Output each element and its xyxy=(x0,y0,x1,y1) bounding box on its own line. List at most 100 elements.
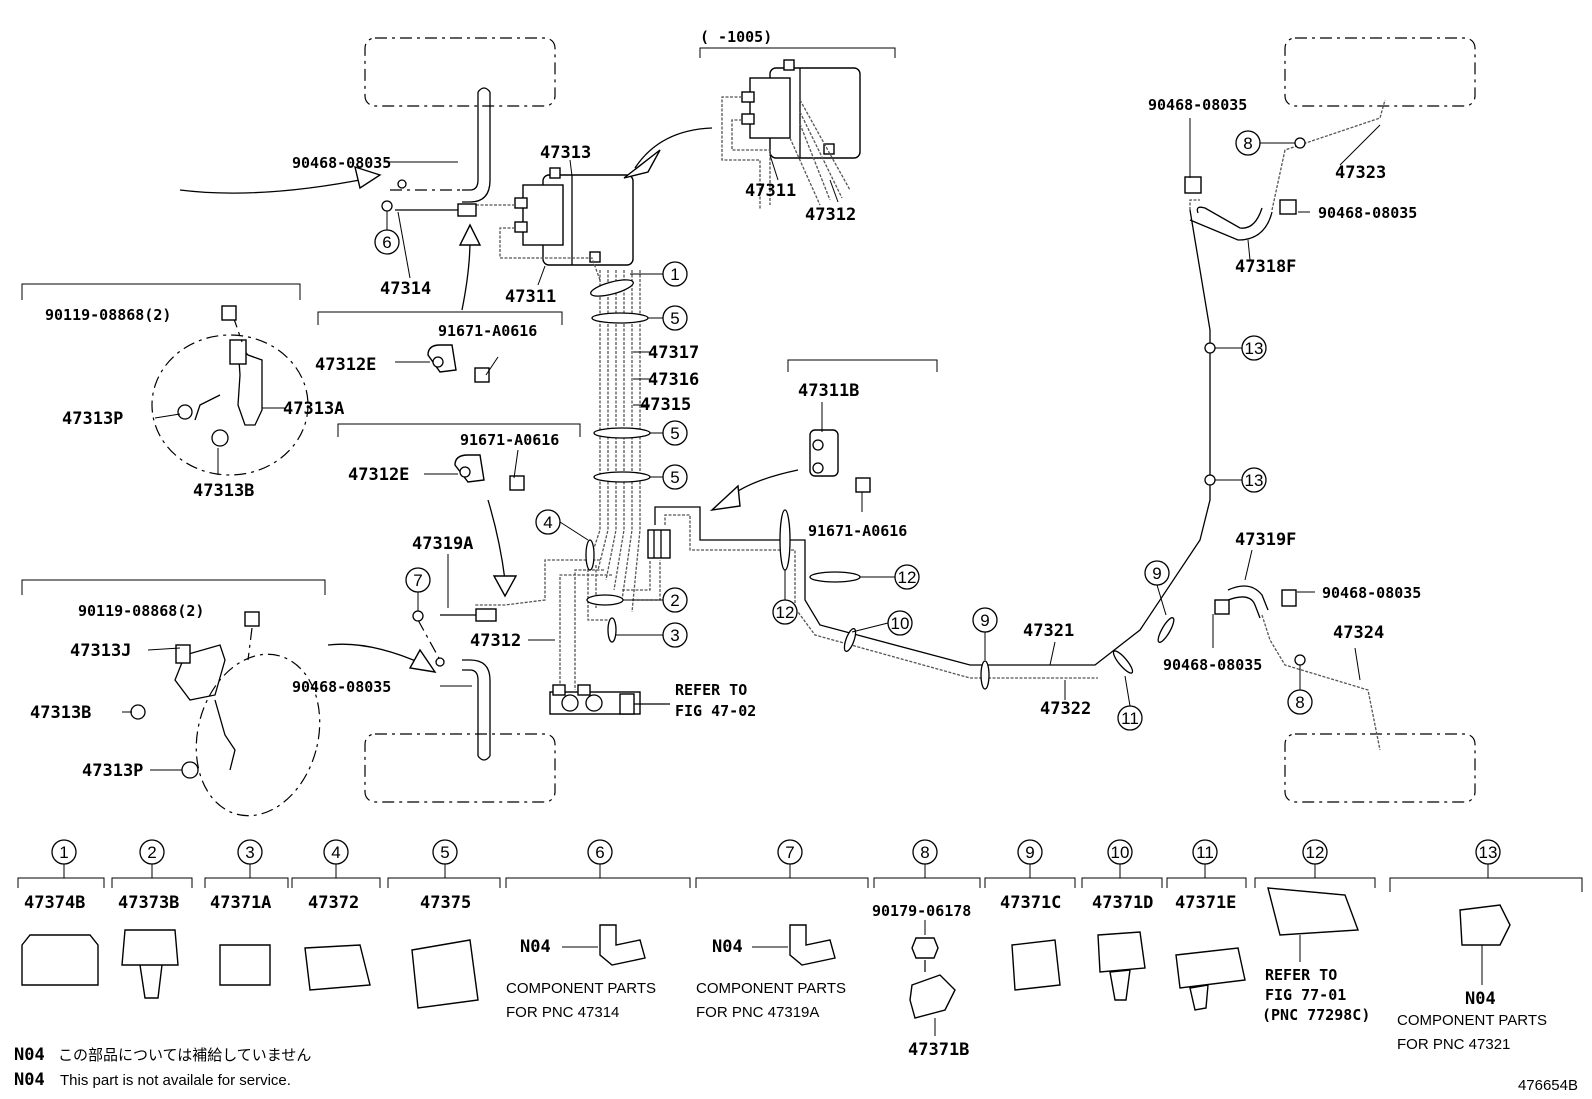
rear-right-wheel-outline xyxy=(1284,733,1476,803)
circle-label: 6 xyxy=(382,233,391,252)
legend-number: 12 xyxy=(1306,843,1325,862)
clamp-47371B-image xyxy=(909,974,956,1019)
circle-label: 4 xyxy=(543,513,552,532)
clamp-47373B-image xyxy=(121,929,179,999)
front-right-wheel-outline xyxy=(1284,37,1476,107)
circle-label: 12 xyxy=(776,603,795,622)
front-left-brake-detail xyxy=(21,165,382,476)
clamp-47371A-image xyxy=(219,944,271,986)
part-label-47315: 47315 xyxy=(640,395,691,415)
leader-lines xyxy=(122,118,1381,771)
valve-block-small xyxy=(647,529,671,559)
nut-90179-image xyxy=(911,937,939,959)
circle-label: 10 xyxy=(891,614,910,633)
bracket-47312E-lower xyxy=(337,423,581,491)
legend-part-N04: N04 xyxy=(712,937,743,957)
component-legend: 1 47374B 2 47373B 3 47371A 4 47372 5 473… xyxy=(17,839,1583,1060)
refer-to-fig: FIG 47-02 xyxy=(675,702,756,720)
legend-part-47371A: 47371A xyxy=(210,893,271,913)
circle-label: 13 xyxy=(1245,471,1264,490)
legend-desc-line1: COMPONENT PARTS xyxy=(696,980,846,997)
legend-number: 5 xyxy=(440,843,449,862)
part-label-47312E: 47312E xyxy=(348,465,409,485)
note-english: This part is not availale for service. xyxy=(60,1072,291,1089)
legend-refer-pnc: (PNC 77298C) xyxy=(1262,1006,1370,1024)
part-label-91671-A0616: 91671-A0616 xyxy=(460,431,559,449)
part-label-47322: 47322 xyxy=(1040,699,1091,719)
note-japanese: この部品については補給していません xyxy=(58,1047,311,1064)
rear-left-hose xyxy=(462,659,491,761)
clamp-47375-image xyxy=(411,939,479,1009)
arrowhead-to-rear-hose xyxy=(492,575,518,598)
legend-desc-line2: FOR PNC 47321 xyxy=(1397,1036,1510,1053)
part-label-90468-08035: 90468-08035 xyxy=(1322,584,1421,602)
circle-label: 9 xyxy=(980,611,989,630)
legend-part-47372: 47372 xyxy=(308,893,359,913)
refer-to-label: REFER TO xyxy=(675,681,747,699)
master-cylinder xyxy=(549,684,670,715)
legend-desc-line2: FOR PNC 47314 xyxy=(506,1004,619,1021)
legend-number: 1 xyxy=(59,843,68,862)
bracket-47311B xyxy=(709,359,938,512)
part-label-47318F: 47318F xyxy=(1235,257,1296,277)
legend-desc-line1: COMPONENT PARTS xyxy=(506,980,656,997)
circle-label: 12 xyxy=(898,568,917,587)
part-label-47319F: 47319F xyxy=(1235,530,1296,550)
note-code-en: N04 xyxy=(14,1070,45,1090)
legend-number: 13 xyxy=(1479,843,1498,862)
part-label-47323: 47323 xyxy=(1335,163,1386,183)
part-label-90468-08035: 90468-08035 xyxy=(1148,96,1247,114)
arrow-to-front-hose xyxy=(461,239,471,311)
clamp-47371D-image xyxy=(1097,931,1146,1001)
circle-label: 8 xyxy=(1243,134,1252,153)
clamp-77298C-image xyxy=(1267,887,1359,936)
part-label-90468-08035: 90468-08035 xyxy=(1318,204,1417,222)
circle-callouts: 1 5 5 5 2 3 4 6 7 8 8 9 9 10 11 12 12 13 xyxy=(374,130,1313,731)
front-left-hose xyxy=(462,87,491,203)
rear-left-brake-detail xyxy=(21,579,437,817)
legend-number: 9 xyxy=(1025,843,1034,862)
legend-number: 3 xyxy=(245,843,254,862)
part-label-47311B: 47311B xyxy=(798,381,859,401)
part-label-90468-08035: 90468-08035 xyxy=(292,154,391,172)
legend-number: 4 xyxy=(331,843,340,862)
legend-number: 2 xyxy=(147,843,156,862)
circle-label: 3 xyxy=(670,626,679,645)
part-label-47313P: 47313P xyxy=(62,409,123,429)
part-label-47313J: 47313J xyxy=(70,641,131,661)
part-label-47314: 47314 xyxy=(380,279,431,299)
part-label-47313B: 47313B xyxy=(193,481,254,501)
part-label-47313P: 47313P xyxy=(82,761,143,781)
legend-part-47371D: 47371D xyxy=(1092,893,1153,913)
part-label-47312: 47312 xyxy=(470,631,521,651)
legend-part-N04: N04 xyxy=(1465,989,1496,1009)
legend-part-47371C: 47371C xyxy=(1000,893,1061,913)
part-label-47321: 47321 xyxy=(1023,621,1074,641)
clamp-47371E-image xyxy=(1175,947,1246,1011)
part-label-47312: 47312 xyxy=(805,205,856,225)
bracket-47312E-upper xyxy=(317,311,563,383)
legend-refer-to: REFER TO xyxy=(1265,966,1337,984)
part-label-47312E: 47312E xyxy=(315,355,376,375)
legend-number: 6 xyxy=(595,843,604,862)
circle-label: 5 xyxy=(670,468,679,487)
part-label-47316: 47316 xyxy=(648,370,699,390)
circle-label: 7 xyxy=(413,571,422,590)
part-label-47324: 47324 xyxy=(1333,623,1384,643)
legend-refer-fig: FIG 77-01 xyxy=(1265,986,1346,1004)
part-label-47311: 47311 xyxy=(745,181,796,201)
legend-part-47374B: 47374B xyxy=(24,893,85,913)
circle-label: 5 xyxy=(670,424,679,443)
rear-left-wheel-outline xyxy=(364,733,556,803)
clamp-47374B-image xyxy=(21,934,99,986)
footnotes: N04 この部品については補給していません N04 This part is n… xyxy=(14,1045,1578,1094)
clip-47314-image xyxy=(599,924,646,966)
view-arrowhead-actuator xyxy=(623,149,661,179)
part-label-90468-08035: 90468-08035 xyxy=(1163,656,1262,674)
part-label-47317: 47317 xyxy=(648,343,699,363)
front-left-wheel-outline xyxy=(364,37,556,107)
circle-label: 11 xyxy=(1121,709,1139,728)
front-right-tube-assembly xyxy=(1184,99,1386,241)
arrow-to-rear-hose xyxy=(487,499,506,581)
